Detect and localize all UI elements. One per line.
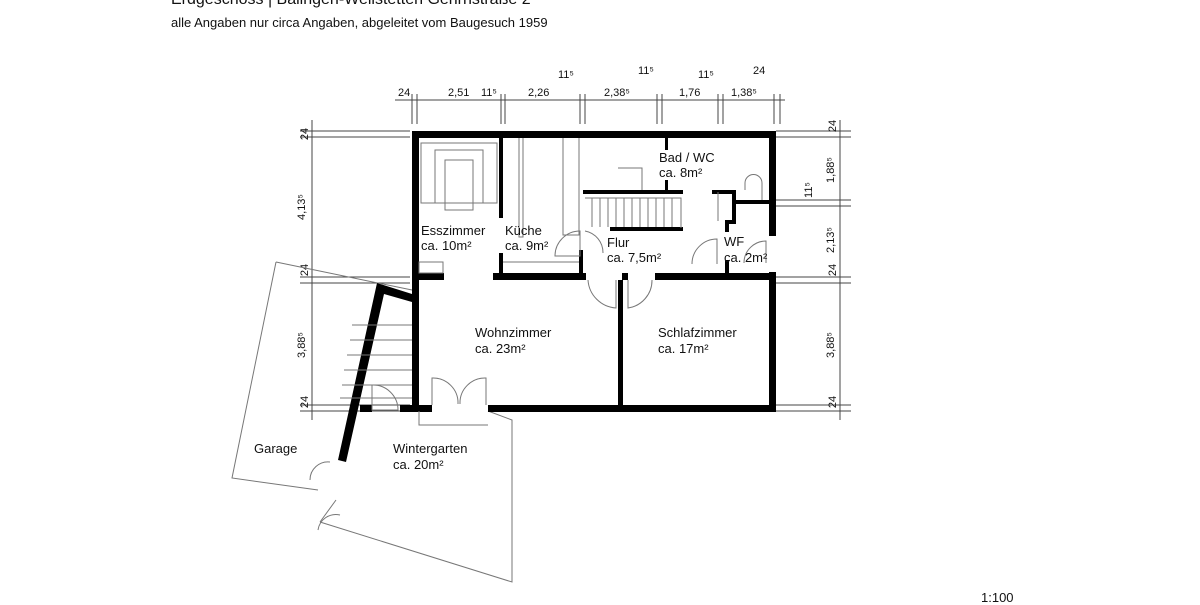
svg-text:11⁵: 11⁵	[698, 69, 714, 81]
plan-title: Erdgeschoss | Balingen-Wellstetten Gehrn…	[171, 0, 531, 9]
svg-text:ca. 7,5m²: ca. 7,5m²	[607, 250, 662, 265]
svg-text:24: 24	[827, 264, 839, 276]
svg-text:ca. 8m²: ca. 8m²	[659, 165, 703, 180]
svg-text:24: 24	[827, 120, 839, 132]
svg-text:Flur: Flur	[607, 235, 630, 250]
top-dimensions: 24 2,51 11⁵ 2,26 11⁵ 2,38⁵ 11⁵ 1,76 11⁵ …	[398, 65, 765, 99]
svg-text:1,76: 1,76	[679, 87, 700, 99]
svg-text:ca. 20m²: ca. 20m²	[393, 457, 444, 472]
svg-text:11⁵: 11⁵	[803, 182, 815, 198]
svg-text:11⁵: 11⁵	[481, 87, 497, 99]
svg-text:ca. 10m²: ca. 10m²	[421, 238, 472, 253]
left-dimensions: 24 4,13⁵ 24 3,88⁵ 24	[296, 128, 311, 408]
svg-text:Wohnzimmer: Wohnzimmer	[475, 325, 552, 340]
svg-text:3,88⁵: 3,88⁵	[825, 332, 837, 358]
svg-text:1,38⁵: 1,38⁵	[731, 87, 757, 99]
svg-text:ca. 9m²: ca. 9m²	[505, 238, 549, 253]
svg-text:3,88⁵: 3,88⁵	[296, 332, 308, 358]
svg-text:ca. 2m²: ca. 2m²	[724, 250, 768, 265]
svg-text:24: 24	[299, 128, 311, 140]
svg-text:2,13⁵: 2,13⁵	[825, 227, 837, 253]
svg-text:ca. 23m²: ca. 23m²	[475, 341, 526, 356]
dimension-lines	[300, 94, 851, 420]
svg-text:24: 24	[299, 396, 311, 408]
svg-text:Garage: Garage	[254, 441, 297, 456]
svg-text:24: 24	[753, 65, 765, 77]
svg-text:11⁵: 11⁵	[638, 65, 654, 77]
svg-text:24: 24	[299, 264, 311, 276]
plan-subtitle: alle Angaben nur circa Angaben, abgeleit…	[171, 15, 548, 30]
svg-text:Esszimmer: Esszimmer	[421, 223, 486, 238]
svg-text:1,88⁵: 1,88⁵	[825, 157, 837, 183]
right-dimensions: 24 1,88⁵ 11⁵ 2,13⁵ 24 3,88⁵ 24	[803, 120, 839, 408]
wintergarten-outline	[309, 410, 513, 583]
walls	[338, 131, 776, 462]
svg-text:2,26: 2,26	[528, 87, 549, 99]
svg-text:Schlafzimmer: Schlafzimmer	[658, 325, 737, 340]
svg-text:ca. 17m²: ca. 17m²	[658, 341, 709, 356]
garage-outline	[231, 261, 413, 491]
fixtures	[340, 138, 767, 426]
svg-text:2,38⁵: 2,38⁵	[604, 87, 630, 99]
svg-text:Bad / WC: Bad / WC	[659, 150, 715, 165]
svg-text:24: 24	[827, 396, 839, 408]
room-garage: Garage	[254, 441, 297, 456]
svg-text:11⁵: 11⁵	[558, 69, 574, 81]
svg-text:WF: WF	[724, 234, 744, 249]
svg-text:2,51: 2,51	[448, 87, 469, 99]
svg-text:4,13⁵: 4,13⁵	[296, 194, 308, 220]
svg-text:24: 24	[398, 87, 410, 99]
svg-text:Wintergarten: Wintergarten	[393, 441, 467, 456]
svg-text:Küche: Küche	[505, 223, 542, 238]
